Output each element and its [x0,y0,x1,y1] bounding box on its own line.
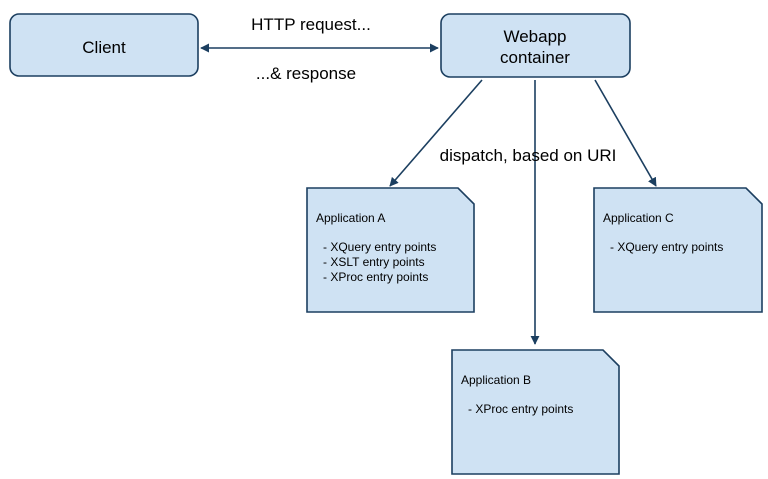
application-c-item: - XQuery entry points [610,240,723,254]
dispatch-arrow-app-a [389,79,483,187]
application-c-node: Application C - XQuery entry points [593,187,763,313]
webapp-label-line1: Webapp [503,27,566,46]
application-c-shape [593,187,763,313]
webapp-node: Webapp container [440,13,631,78]
application-a-item: - XSLT entry points [323,255,425,269]
webapp-label-line2: container [500,48,570,67]
webapp-box [440,13,631,78]
application-a-node: Application A - XQuery entry points - XS… [306,187,475,313]
application-b-shape [451,349,620,475]
application-b-title: Application B [461,373,531,387]
application-b-node: Application B - XProc entry points [451,349,620,475]
application-b-item: - XProc entry points [468,402,573,416]
client-label: Client [82,38,126,57]
application-a-item: - XProc entry points [323,270,428,284]
application-c-title: Application C [603,211,674,225]
dispatch-arrow-app-c [594,79,657,187]
client-box [9,13,199,77]
application-a-title: Application A [316,211,385,225]
application-a-item: - XQuery entry points [323,240,436,254]
client-node: Client [9,13,199,77]
application-a-shape [306,187,475,313]
dispatch-label: dispatch, based on URI [440,146,617,165]
request-label: HTTP request... [251,15,371,34]
response-label: ...& response [256,64,356,83]
